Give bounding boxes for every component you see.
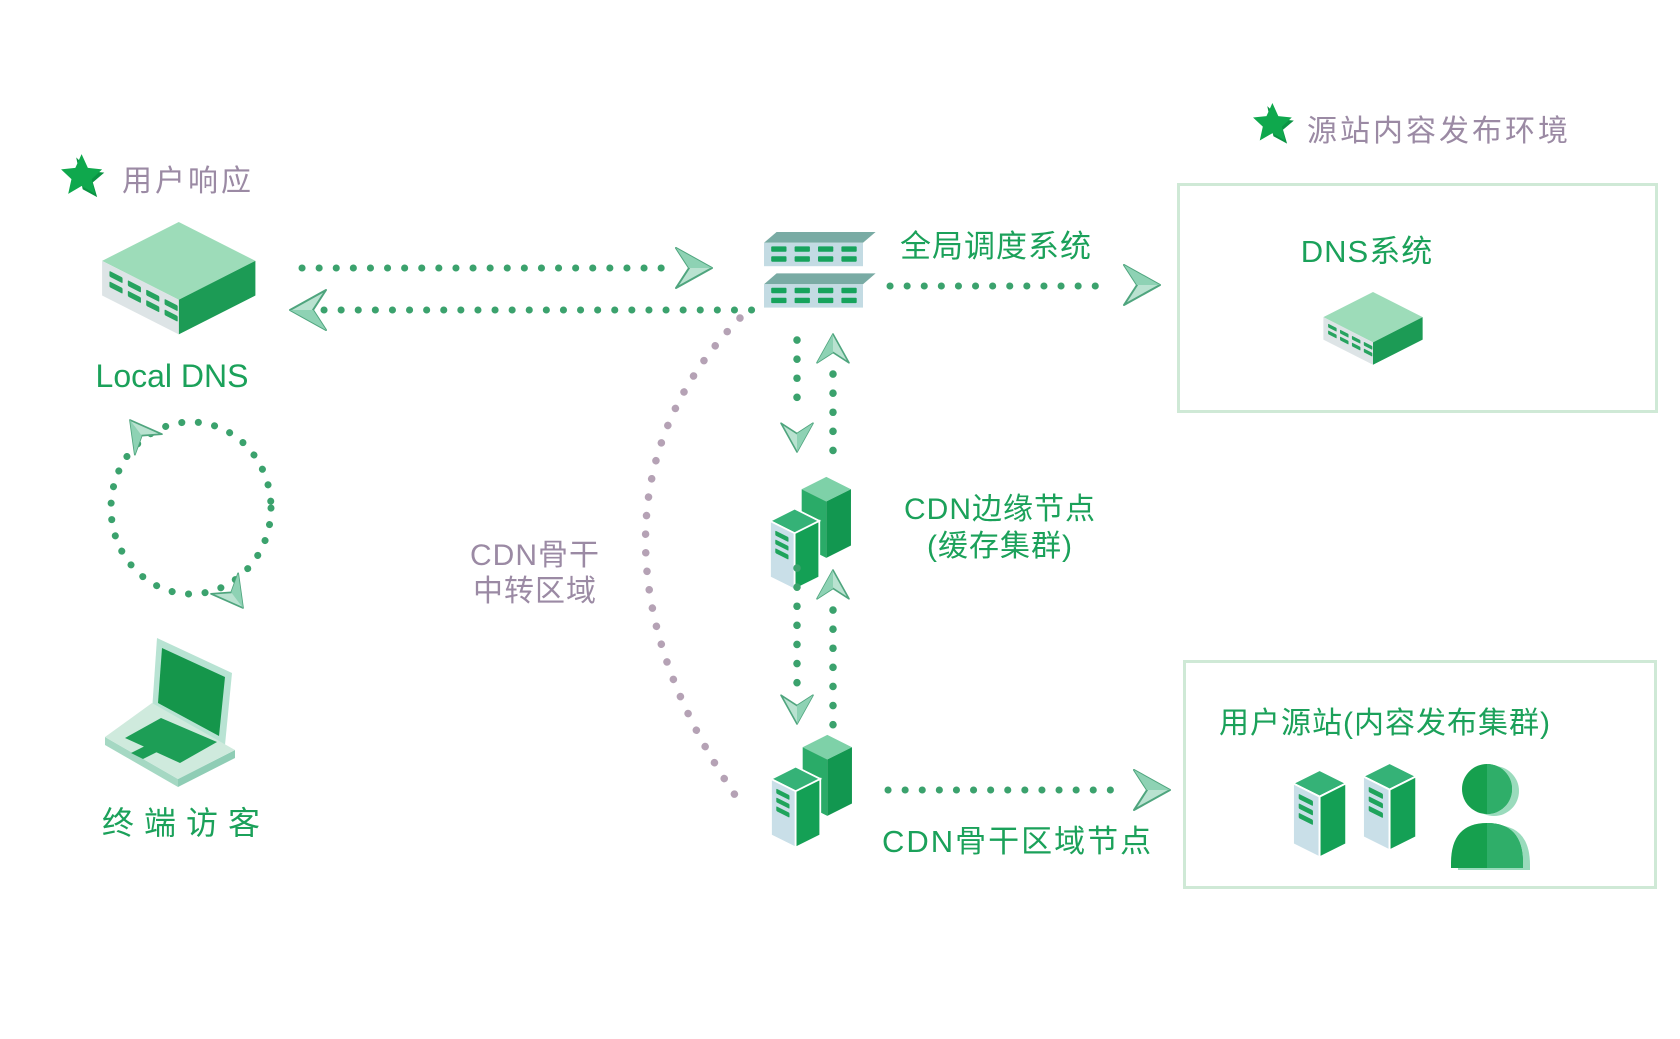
dns-system-zone-box [1177, 183, 1658, 413]
edge-node-label-line1: CDN边缘节点 [904, 493, 1096, 526]
dns-system-server-icon [1323, 292, 1423, 365]
local-dns-server-icon [102, 222, 256, 335]
arrow-gslb-to-localdns [289, 289, 760, 331]
edge-node-label: CDN边缘节点 (缓存集群) [878, 491, 1122, 565]
arrow-backbone-to-edge [816, 569, 850, 732]
legend-origin-env-label: 源站内容发布环境 [1307, 115, 1571, 148]
arrow-gslb-to-dns [886, 264, 1161, 306]
arrow-gslb-to-edge [780, 336, 814, 453]
local-dns-label: Local DNS [95, 358, 249, 394]
transit-area-label: CDN骨干 中转区域 [420, 538, 650, 610]
origin-env-star-icon [1253, 103, 1294, 144]
legend-user-response-label: 用户响应 [122, 165, 254, 198]
gslb-label: 全局调度系统 [900, 229, 1092, 264]
terminal-visitor-laptop-icon [105, 638, 235, 787]
origin-site-label: 用户源站(内容发布集群) [1219, 707, 1551, 740]
loop-localdns-visitor [107, 408, 275, 620]
gslb-switch-icon [764, 232, 876, 308]
origin-site-server-icon-1 [1292, 769, 1348, 859]
dns-system-label: DNS系统 [1300, 234, 1434, 269]
origin-site-zone-box [1183, 660, 1657, 889]
transit-area-label-line2: 中转区域 [473, 575, 597, 608]
arrow-localdns-to-gslb [298, 247, 713, 289]
cdn-edge-node-icon [770, 477, 851, 590]
transit-area-arc [641, 314, 744, 799]
origin-site-person-icon [1451, 764, 1530, 870]
transit-area-label-line1: CDN骨干 [470, 539, 600, 572]
cdn-backbone-node-icon [771, 735, 852, 848]
arrow-backbone-to-origin [884, 769, 1171, 811]
backbone-node-label: CDN骨干区域节点 [882, 824, 1154, 859]
terminal-visitor-label: 终端访客 [101, 805, 270, 841]
origin-site-server-icon-2 [1362, 762, 1418, 852]
user-response-star-icon [61, 154, 105, 198]
arrow-edge-to-backbone [780, 564, 814, 725]
edge-node-label-line2: (缓存集群) [927, 530, 1073, 563]
arrow-edge-to-gslb [816, 333, 850, 456]
